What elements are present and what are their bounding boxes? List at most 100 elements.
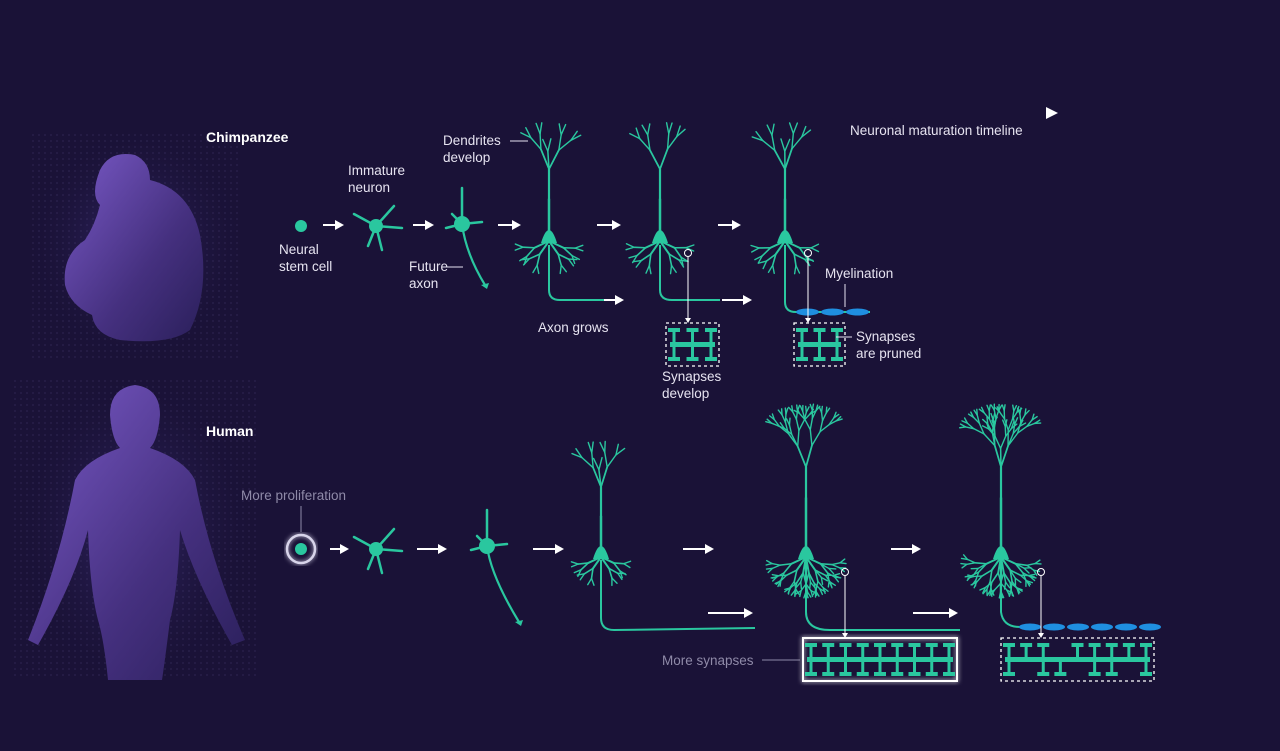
soma — [369, 542, 383, 556]
dendrite-branch — [819, 562, 829, 574]
dendrite-branch — [791, 136, 803, 150]
dendrite-branch — [577, 562, 590, 565]
spine-head — [908, 643, 921, 647]
pointer-ring — [1037, 568, 1045, 576]
myelin-sheath — [796, 308, 869, 316]
dendrite-branch — [1000, 583, 1008, 591]
spine-head — [1020, 643, 1033, 647]
dendrite-branch — [575, 447, 583, 459]
dendrite-branch — [960, 562, 968, 565]
dendrite-branch — [1023, 567, 1030, 574]
dendrite-branch — [598, 468, 602, 488]
dendrite-branch — [993, 444, 1002, 468]
dendrite-branch — [788, 417, 791, 426]
dendrite-branch — [632, 259, 642, 263]
timeline-label: Neuronal maturation timeline — [850, 123, 1023, 138]
dendrite-branch — [1014, 562, 1024, 574]
dendrite-branch — [598, 456, 603, 471]
dendrite-branch — [590, 577, 595, 586]
dendrite-branch — [617, 572, 623, 581]
dendrite-branch — [827, 580, 830, 588]
spine-head — [822, 643, 835, 647]
dendrite-branch — [574, 244, 584, 249]
dendrite-branch — [835, 418, 843, 422]
dendrite-branch — [795, 589, 802, 595]
dendrite-branch — [1015, 586, 1021, 594]
dendrite-branch — [536, 264, 540, 275]
dendrite-branch — [833, 576, 840, 583]
soma — [593, 546, 609, 559]
immature-neuron — [352, 527, 404, 575]
dendrite-branch — [973, 567, 979, 575]
dendrite-branch — [819, 563, 830, 570]
dendrite-branch — [1000, 556, 1012, 572]
dendrite-branch — [558, 123, 562, 136]
dendrite-branch — [784, 587, 792, 591]
dendrite-branch — [581, 456, 594, 469]
dendrite-branch — [772, 264, 775, 275]
spine-head — [831, 357, 843, 361]
dendrite-branch — [794, 581, 798, 592]
spine-head — [668, 357, 680, 361]
spine-head — [705, 328, 717, 332]
dendrite-branch — [999, 435, 1007, 450]
spine-head — [891, 672, 904, 676]
dendrite-branch — [570, 130, 578, 142]
arrow-head — [340, 544, 349, 554]
neural-stem-cell — [295, 220, 307, 232]
dendrite-branch — [676, 125, 681, 138]
neuron-with-future-axon — [469, 508, 523, 626]
dendrite-branch — [685, 247, 695, 252]
dendrite-branch — [802, 410, 806, 421]
dendrite-branch — [800, 581, 803, 590]
spine-head — [1088, 672, 1101, 676]
dendrite-branch — [1003, 572, 1007, 583]
dendrite-branch — [980, 406, 985, 414]
stem-cell-body — [295, 220, 307, 232]
dendrite-branch — [535, 122, 541, 135]
dendrite-branch — [648, 253, 652, 267]
label-synapses-pruned-1: Synapses — [856, 329, 916, 344]
growth-cone — [481, 283, 489, 289]
dendrite-branch — [805, 556, 817, 572]
dendrite-branch — [558, 139, 572, 151]
arrow-head — [949, 608, 958, 618]
label-future-axon-1: Future — [409, 259, 448, 274]
dendrite-branch — [548, 149, 560, 170]
dendrite-branch — [1004, 419, 1008, 428]
dendrite-branch — [989, 581, 993, 592]
dendrite-branch — [999, 411, 1006, 420]
dendrite-branch — [592, 457, 600, 471]
dendrite-branch — [803, 258, 814, 261]
dendrite-branch — [981, 569, 993, 577]
spine-head — [1105, 672, 1118, 676]
synapse-box-border — [1000, 637, 1155, 682]
dendrite-branch — [574, 247, 584, 252]
dendrite-branch — [1019, 574, 1028, 582]
dendrite-branch — [1003, 404, 1006, 412]
dendrite-branch — [646, 134, 651, 151]
dendrite-branch — [570, 561, 579, 565]
dendrite-branch — [787, 587, 792, 594]
dendrite-branch — [811, 431, 821, 447]
arrow-head — [612, 220, 621, 230]
dendrite-branch — [825, 407, 831, 414]
dendrite-branch — [796, 429, 800, 448]
dendrite-branch — [792, 122, 799, 135]
dendrite-branch — [668, 253, 680, 261]
arrow-head — [425, 220, 434, 230]
dendrite-branch — [765, 253, 777, 262]
spine-head — [1054, 672, 1067, 676]
dendrite-branch — [773, 418, 780, 427]
dendrite-branch — [526, 246, 536, 258]
spine-head — [839, 672, 852, 676]
dendrite-branch — [810, 589, 817, 595]
spine-head — [1037, 672, 1050, 676]
dendrite-branch — [1016, 425, 1028, 434]
pyramidal-neuron — [765, 403, 960, 631]
dendrite-branch — [800, 572, 804, 583]
dendrite-branch — [819, 588, 824, 596]
dendrite-branch — [819, 562, 833, 566]
myelin-segment — [1139, 623, 1161, 631]
